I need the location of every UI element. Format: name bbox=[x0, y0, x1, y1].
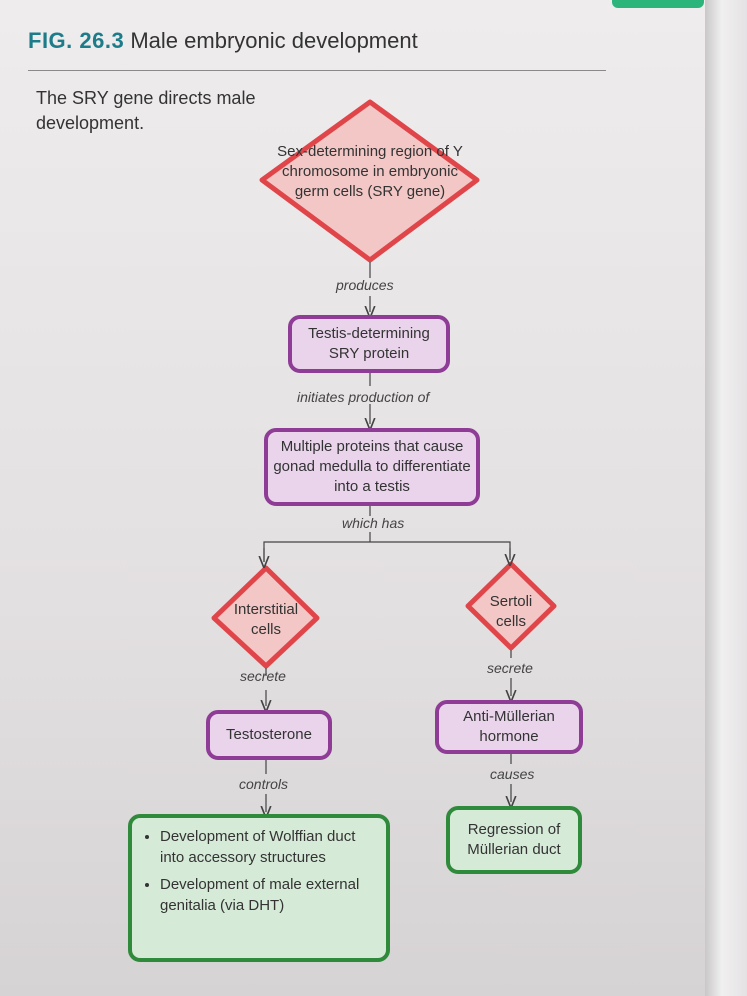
sry-gene-diamond bbox=[259, 99, 480, 263]
outcome-item: Development of Wolffian duct into access… bbox=[160, 826, 380, 868]
amh-box: Anti-Müllerian hormone bbox=[435, 700, 583, 754]
label-controls: controls bbox=[239, 776, 289, 792]
multiple-proteins-box: Multiple proteins that cause gonad medul… bbox=[264, 428, 480, 506]
outcome-item: Development of male external genitalia (… bbox=[160, 874, 380, 916]
figure-title: Male embryonic development bbox=[130, 28, 418, 53]
regression-box: Regression of Müllerian duct bbox=[446, 806, 582, 874]
page-edge bbox=[705, 0, 747, 996]
figure-caption: FIG. 26.3 Male embryonic development bbox=[28, 28, 418, 54]
regression-label: Regression of Müllerian duct bbox=[467, 821, 561, 858]
sry-gene-label: Sex-determining region of Y chromosome i… bbox=[277, 143, 463, 200]
outcomes-list: Development of Wolffian duct into access… bbox=[140, 826, 380, 922]
label-initiates: initiates production of bbox=[297, 389, 430, 405]
sertoli-label: Sertoli cells bbox=[489, 593, 533, 630]
testosterone-box: Testosterone bbox=[206, 710, 332, 760]
intro-text: The SRY gene directs male development. bbox=[36, 88, 256, 133]
figure-number: FIG. 26.3 bbox=[28, 28, 125, 53]
multiple-proteins-label: Multiple proteins that cause gonad medul… bbox=[273, 438, 471, 495]
interstitial-diamond bbox=[211, 565, 320, 669]
sry-protein-label: Testis-determining SRY protein bbox=[308, 325, 430, 362]
label-causes: causes bbox=[490, 766, 535, 782]
sertoli-diamond bbox=[465, 561, 557, 651]
outcomes-box bbox=[128, 814, 390, 962]
branch-line bbox=[263, 541, 511, 562]
label-produces: produces bbox=[336, 277, 394, 293]
caption-rule bbox=[28, 70, 606, 71]
amh-label: Anti-Müllerian hormone bbox=[463, 708, 555, 745]
sry-protein-box: Testis-determining SRY protein bbox=[288, 315, 450, 373]
testosterone-label: Testosterone bbox=[226, 726, 312, 743]
chapter-tab bbox=[612, 0, 704, 8]
interstitial-label: Interstitial cells bbox=[233, 601, 299, 638]
label-which-has: which has bbox=[342, 515, 405, 531]
label-secrete-left: secrete bbox=[240, 668, 286, 684]
label-secrete-right: secrete bbox=[487, 660, 533, 676]
